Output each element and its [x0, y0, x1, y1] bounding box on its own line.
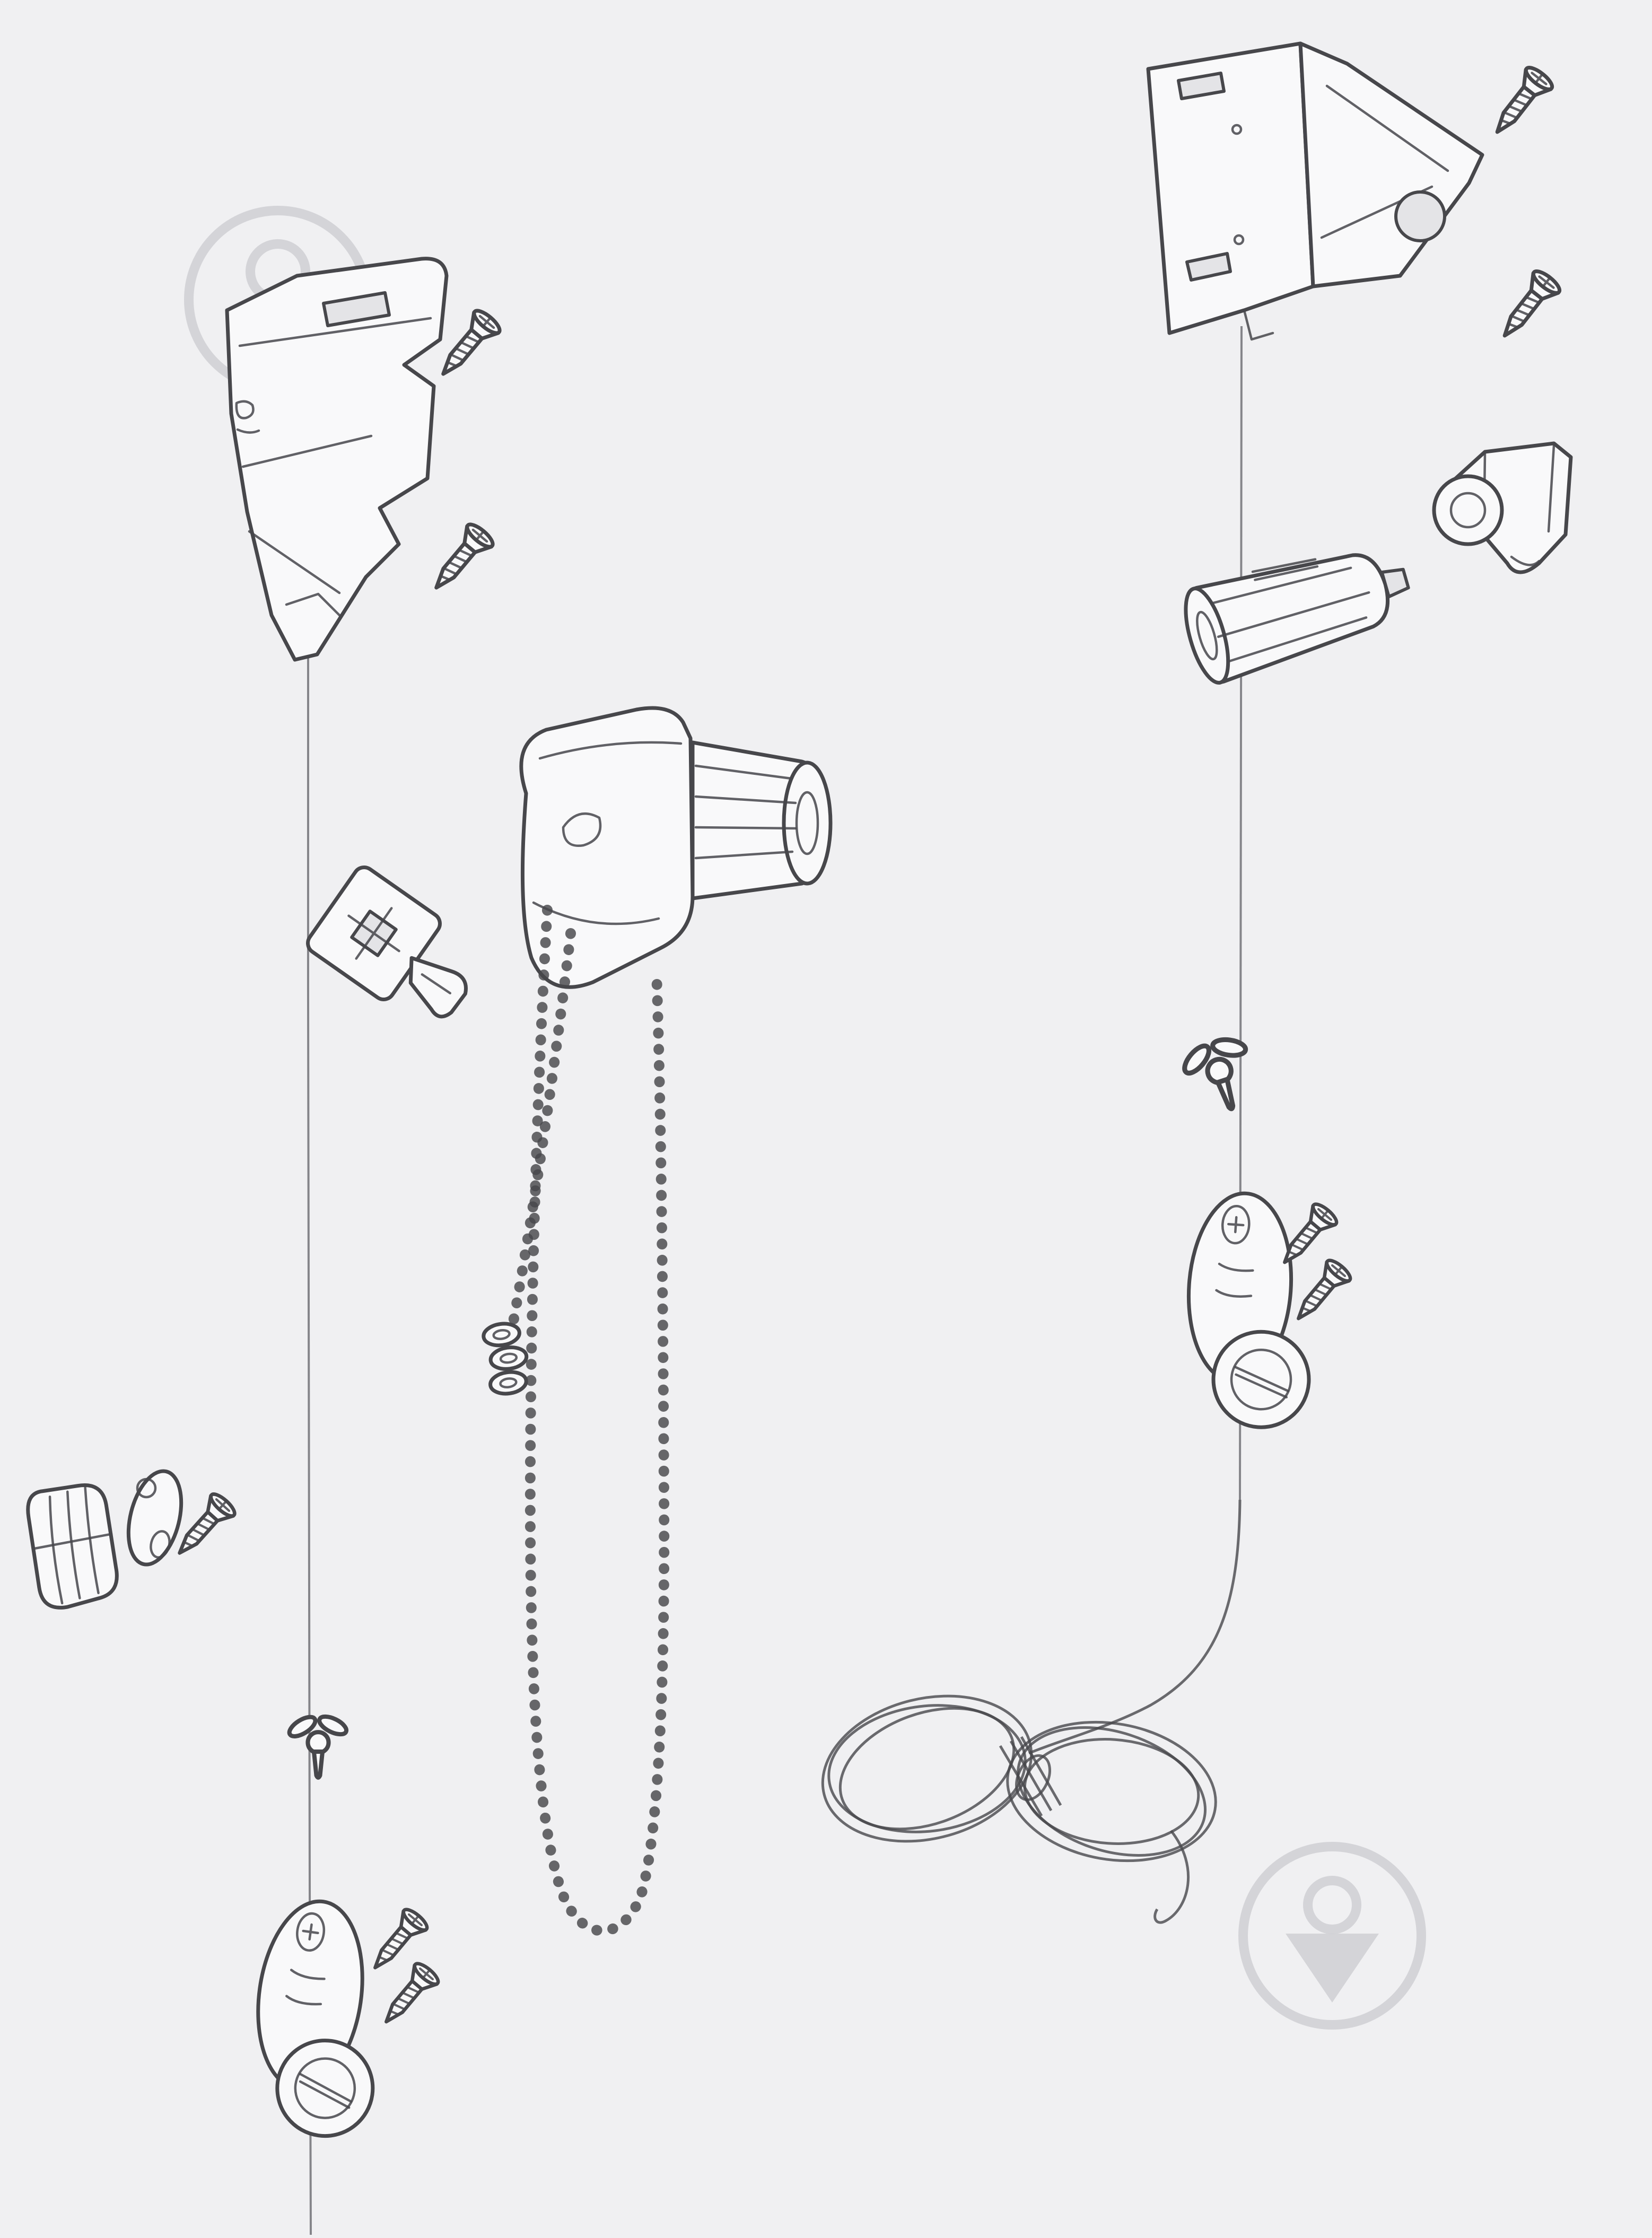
left-assembly — [26, 257, 833, 2143]
clutch-cover — [306, 866, 468, 1019]
idle-bracket-insert — [1432, 441, 1573, 574]
mounting-screw — [1485, 64, 1555, 142]
idle-end-pin — [1184, 553, 1410, 685]
side-bracket-left — [225, 257, 449, 662]
guide-wire-left — [307, 616, 312, 2235]
corner-bracket-right — [1146, 41, 1484, 341]
bead-chain — [508, 905, 670, 1936]
wall-fix-plate — [241, 1894, 398, 2142]
mounting-screw — [424, 521, 496, 598]
mounting-screw — [375, 1961, 441, 2031]
clutch-drive — [519, 706, 833, 989]
chain-joiner — [482, 1321, 531, 1396]
cord-guide-clip — [286, 1713, 349, 1778]
right-assembly — [821, 41, 1573, 1924]
cord-tensioner — [26, 1469, 238, 1610]
cord-guide-clip — [1175, 1028, 1264, 1120]
mounting-screw — [1287, 1257, 1353, 1328]
mounting-screw — [1492, 268, 1563, 345]
watermark-bottom-right — [1238, 1842, 1426, 2030]
cord-coil — [821, 1499, 1242, 1924]
